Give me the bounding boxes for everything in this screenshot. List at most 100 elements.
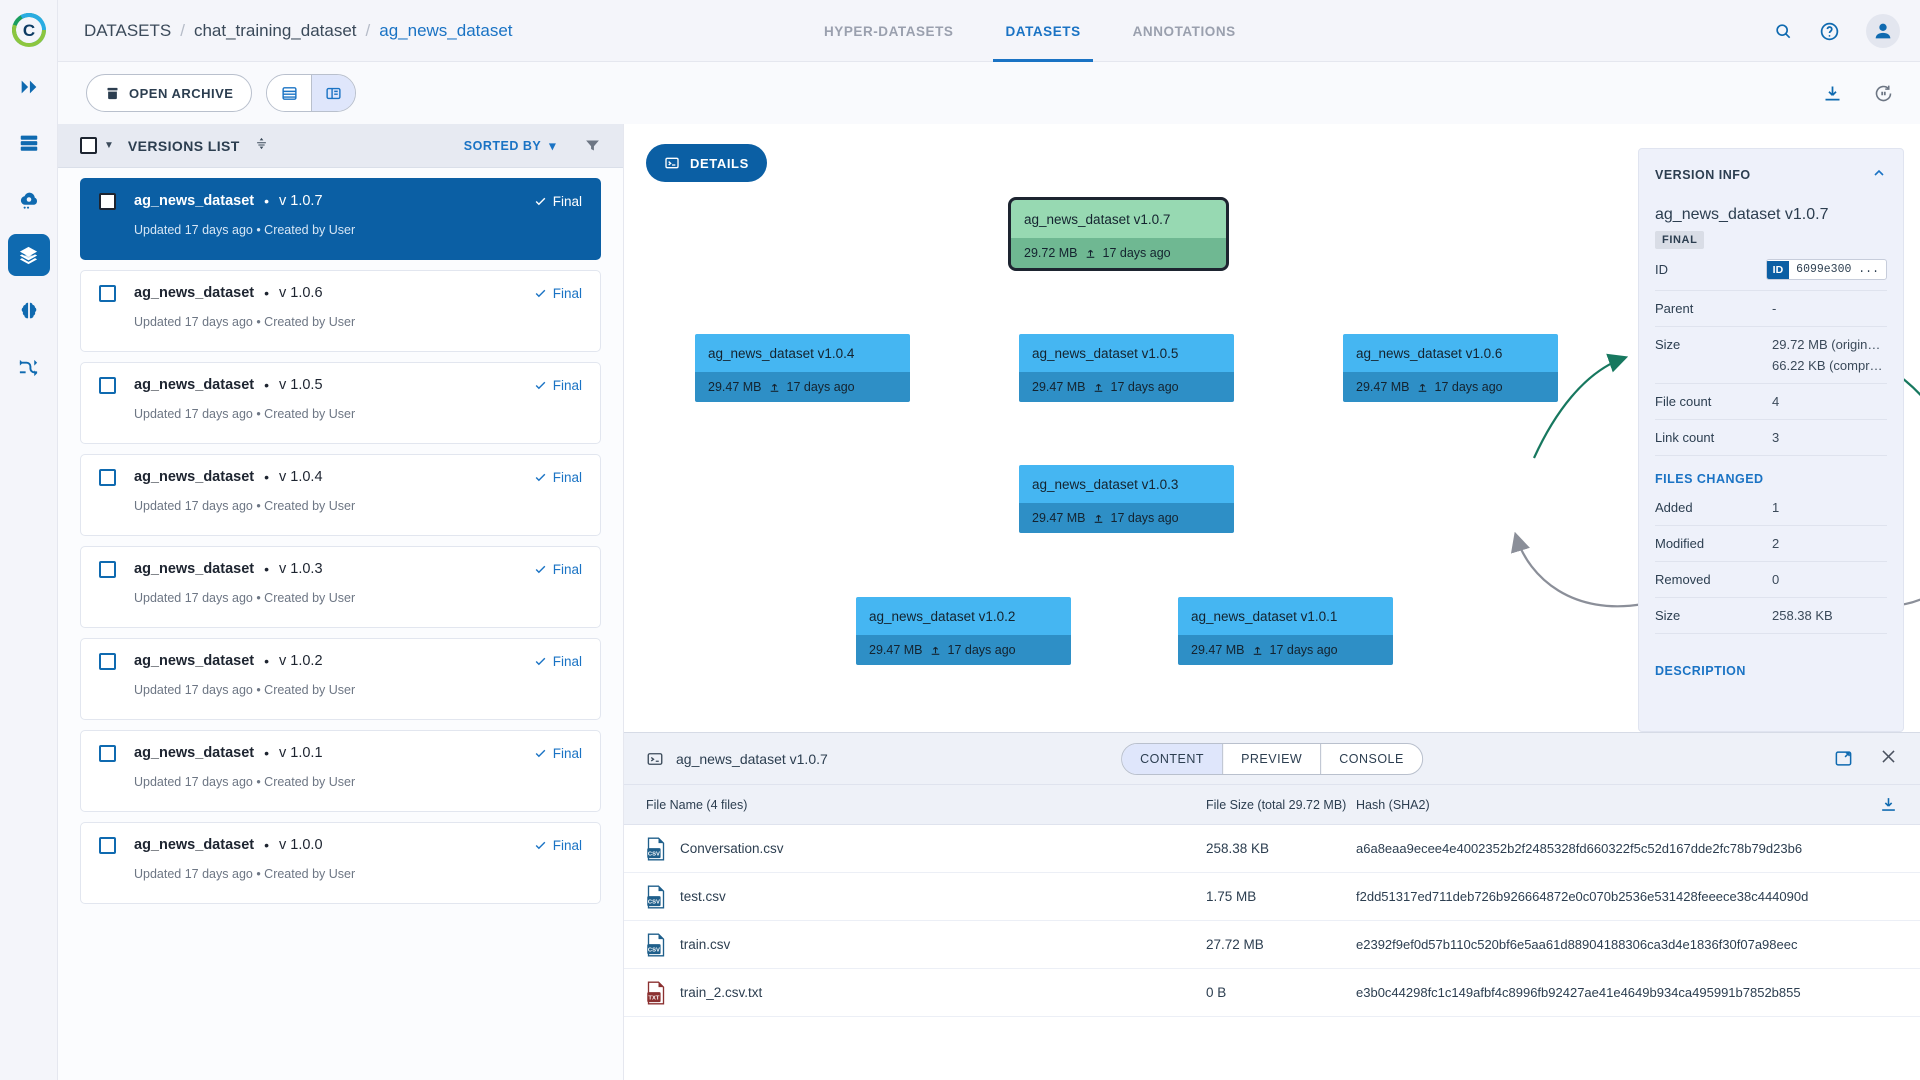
split-view-icon[interactable] <box>311 75 356 111</box>
version-item-checkbox[interactable] <box>99 560 116 578</box>
top-tabs: HYPER-DATASETS DATASETS ANNOTATIONS <box>798 0 1262 62</box>
files-changed-size: Size 258.38 KB <box>1655 598 1887 634</box>
tab-datasets[interactable]: DATASETS <box>979 0 1106 62</box>
maximize-icon[interactable] <box>1834 749 1853 768</box>
download-all-icon[interactable] <box>1858 795 1898 814</box>
tab-console[interactable]: CONSOLE <box>1320 743 1422 774</box>
breadcrumb-current[interactable]: ag_news_dataset <box>379 20 513 40</box>
close-icon[interactable] <box>1879 747 1898 771</box>
sorted-by-dropdown[interactable]: SORTED BY ▾ <box>464 138 556 154</box>
check-icon <box>535 565 546 573</box>
versions-list-title: VERSIONS LIST <box>127 137 240 154</box>
version-item-name: ag_news_dataset <box>134 561 255 577</box>
user-avatar[interactable] <box>1866 14 1900 48</box>
sub-toolbar-actions <box>1822 83 1894 104</box>
version-item-meta: Updated 17 days ago • Created by User <box>134 407 356 421</box>
file-name: train.csv <box>680 937 731 952</box>
version-item-status: Final <box>534 194 582 209</box>
version-item-checkbox[interactable] <box>99 744 116 762</box>
graph-node-size: 29.72 MB <box>1024 246 1078 260</box>
info-row-size: Size 29.72 MB (origin… <box>1655 327 1887 354</box>
check-icon <box>535 289 546 297</box>
version-item-meta: Updated 17 days ago • Created by User <box>134 683 356 697</box>
version-item-dot: • <box>264 377 269 393</box>
select-all-dropdown-icon[interactable]: ▼ <box>104 140 114 151</box>
files-changed-modified-key: Modified <box>1655 536 1705 551</box>
version-item-version: v 1.0.2 <box>279 653 323 669</box>
breadcrumb-project[interactable]: chat_training_dataset <box>193 20 357 40</box>
tab-annotations[interactable]: ANNOTATIONS <box>1132 23 1236 39</box>
help-icon[interactable] <box>1819 21 1840 42</box>
chevron-up-icon[interactable] <box>1871 165 1887 184</box>
open-archive-button[interactable]: OPEN ARCHIVE <box>86 74 253 112</box>
version-item-version: v 1.0.6 <box>279 285 323 301</box>
version-item-checkbox[interactable] <box>99 652 116 670</box>
auto-refresh-icon[interactable] <box>1873 83 1894 104</box>
version-item-checkbox[interactable] <box>99 192 116 210</box>
version-item-checkbox[interactable] <box>99 376 116 394</box>
files-table-header: File Name (4 files) File Size (total 29.… <box>624 785 1920 825</box>
table-view-icon[interactable] <box>267 75 312 111</box>
select-all-checkbox[interactable] <box>80 137 97 154</box>
tab-hyper-datasets[interactable]: HYPER-DATASETS <box>824 23 954 39</box>
projects-icon[interactable] <box>8 122 50 164</box>
id-chip[interactable]: ID 6099e300 ... <box>1765 259 1887 280</box>
expand-panel-icon[interactable] <box>8 66 50 108</box>
download-icon[interactable] <box>1822 83 1843 104</box>
clearml-logo[interactable]: C <box>7 8 51 52</box>
svg-text:CSV: CSV <box>648 851 660 857</box>
breadcrumb-root[interactable]: DATASETS <box>84 20 172 40</box>
version-item-status-label: Final <box>552 377 582 393</box>
version-item-version: v 1.0.0 <box>279 837 323 853</box>
search-icon[interactable] <box>1773 21 1793 41</box>
column-file-size: File Size (total 29.72 MB) <box>1206 797 1347 812</box>
version-item-checkbox[interactable] <box>99 468 116 486</box>
top-bar-actions <box>1773 0 1900 62</box>
graph-node-title: ag_news_dataset v1.0.3 <box>1019 465 1234 503</box>
graph-node-age: 17 days ago <box>1102 246 1171 260</box>
models-icon[interactable] <box>8 290 50 332</box>
check-icon <box>535 841 546 849</box>
datasets-icon[interactable] <box>7 234 50 276</box>
version-item-checkbox[interactable] <box>99 284 116 302</box>
filter-icon[interactable] <box>584 137 601 154</box>
upload-icon <box>1253 646 1261 655</box>
pipelines-icon[interactable] <box>8 346 50 388</box>
files-panel-header: ag_news_dataset v1.0.7 CONTENT PREVIEW C… <box>624 733 1920 785</box>
upload-icon <box>931 646 939 655</box>
sort-icon[interactable] <box>254 136 269 156</box>
version-item-checkbox[interactable] <box>99 836 116 854</box>
files-changed-removed-value: 0 <box>1772 572 1780 587</box>
orchestration-icon[interactable] <box>8 178 50 220</box>
tab-preview[interactable]: PREVIEW <box>1222 743 1320 774</box>
version-item-meta: Updated 17 days ago • Created by User <box>134 775 356 789</box>
version-item-meta: Updated 17 days ago • Created by User <box>134 499 356 513</box>
versions-list-header: ▼ VERSIONS LIST SORTED BY ▾ <box>58 124 623 168</box>
files-changed-size-value: 258.38 KB <box>1772 608 1833 623</box>
tab-content[interactable]: CONTENT <box>1122 743 1223 774</box>
details-button[interactable]: DETAILS <box>646 144 767 182</box>
